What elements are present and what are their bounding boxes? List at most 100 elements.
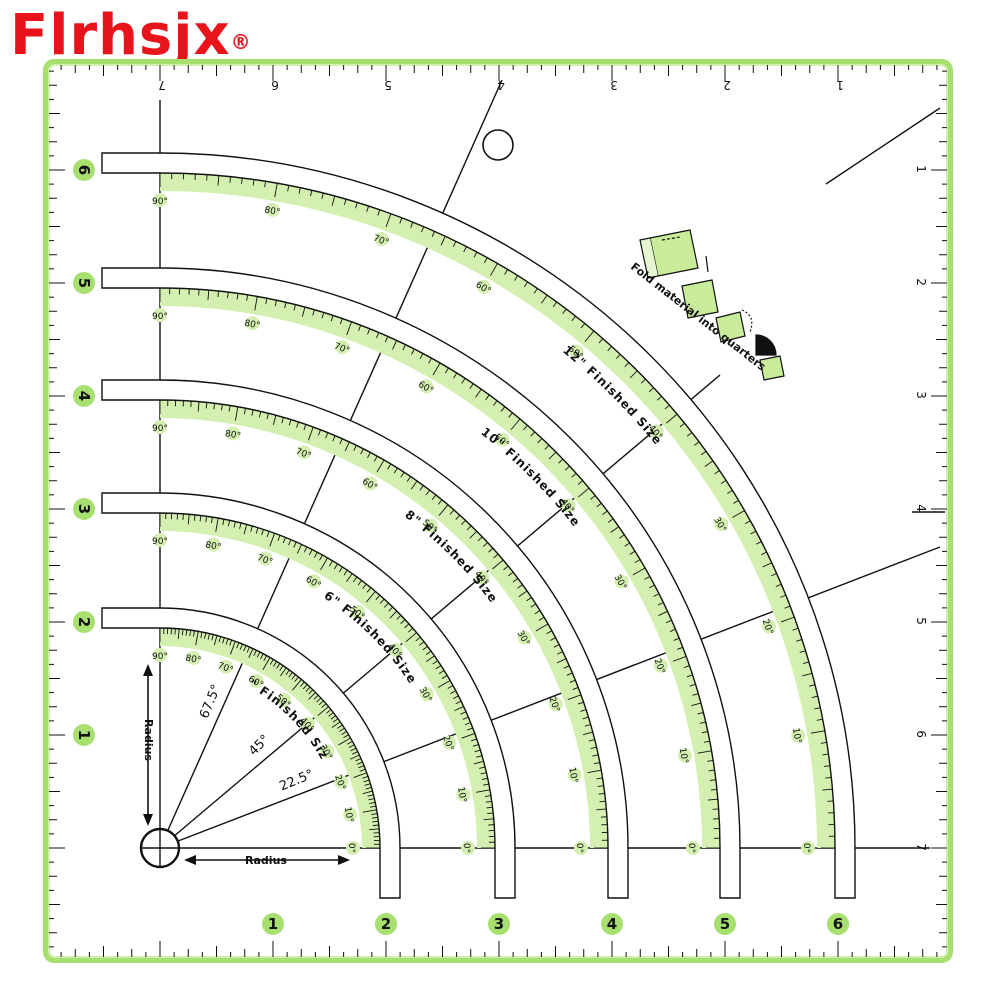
degree-tick — [710, 789, 717, 791]
degree-tick — [744, 520, 751, 525]
degree-tick — [291, 674, 296, 680]
degree-tick — [266, 413, 269, 420]
degree-tick — [632, 567, 646, 576]
svg-text:3: 3 — [610, 78, 618, 92]
degree-tick — [310, 190, 313, 197]
degree-label: 80° — [263, 202, 281, 218]
degree-tick — [189, 630, 192, 637]
degree-tick — [193, 630, 195, 637]
svg-text:90°: 90° — [152, 424, 168, 434]
svg-text:90°: 90° — [152, 652, 168, 662]
svg-text:7: 7 — [158, 78, 166, 92]
degree-label: 90° — [152, 308, 168, 322]
degree-tick — [517, 584, 523, 589]
degree-tick — [388, 606, 394, 612]
degree-label: 90° — [152, 420, 168, 434]
degree-tick — [514, 275, 519, 281]
degree-tick — [367, 452, 371, 458]
degree-tick — [679, 422, 685, 428]
degree-tick — [580, 709, 587, 712]
guide-line-45 — [159, 374, 721, 849]
degree-tick — [503, 565, 509, 571]
degree-tick — [360, 448, 364, 455]
degree-tick — [365, 786, 372, 790]
degree-tick — [410, 221, 414, 228]
svg-text:0°: 0° — [574, 843, 584, 853]
degree-tick — [552, 301, 558, 308]
degree-tick — [325, 432, 329, 439]
degree-tick — [470, 738, 477, 742]
degree-tick — [775, 583, 782, 588]
degree-tick — [308, 689, 314, 695]
svg-text:0°: 0° — [346, 843, 356, 853]
fold-step-4-icon — [755, 334, 785, 381]
degree-tick — [523, 425, 528, 431]
degree-tick — [444, 367, 449, 374]
bottom-scale-label: 3 — [488, 913, 510, 935]
corner-diagonal-line — [825, 107, 941, 185]
degree-tick — [677, 646, 683, 650]
degree-tick — [338, 737, 351, 746]
degree-tick — [809, 684, 816, 687]
left-scale-label: 5 — [73, 272, 95, 294]
degree-tick — [556, 658, 567, 664]
degree-tick — [193, 514, 196, 521]
svg-text:4: 4 — [75, 391, 93, 401]
degree-tick — [352, 751, 358, 755]
degree-tick — [727, 489, 733, 494]
degree-tick — [263, 655, 268, 662]
degree-tick — [584, 330, 595, 342]
degree-tick — [339, 438, 343, 445]
degree-tick — [541, 294, 548, 304]
right-scale-label: 5 — [914, 617, 928, 625]
degree-tick — [720, 479, 727, 485]
degree-tick — [195, 631, 199, 646]
degree-tick — [580, 323, 586, 329]
degree-tick — [254, 296, 258, 311]
degree-tick — [274, 300, 277, 307]
svg-text:4: 4 — [607, 915, 617, 933]
degree-tick — [431, 494, 437, 500]
degree-label: 20° — [546, 695, 563, 714]
degree-tick — [318, 700, 324, 706]
brand-logo: Flrhsjx® — [10, 4, 252, 68]
degree-tick — [314, 552, 318, 558]
degree-tick — [518, 590, 528, 598]
degree-tick — [353, 576, 358, 583]
degree-tick — [350, 747, 357, 752]
degree-tick — [449, 509, 455, 515]
degree-tick — [546, 630, 553, 635]
degree-tick — [474, 749, 481, 753]
degree-tick — [320, 557, 328, 571]
degree-tick — [483, 818, 494, 821]
degree-tick — [420, 226, 425, 233]
degree-tick — [405, 632, 417, 643]
degree-tick — [296, 544, 302, 554]
degree-tick — [379, 598, 385, 604]
degree-tick — [482, 542, 488, 547]
degree-tick — [389, 610, 398, 619]
degree-tick — [287, 185, 290, 192]
svg-text:10°: 10° — [677, 747, 690, 764]
degree-tick — [770, 573, 777, 577]
degree-label: 0° — [346, 841, 360, 855]
degree-tick — [293, 304, 296, 311]
svg-text:5: 5 — [75, 278, 93, 288]
hanging-hole — [482, 129, 514, 161]
degree-tick — [577, 701, 584, 705]
degree-tick — [452, 695, 459, 700]
degree-tick — [500, 406, 506, 412]
degree-tick — [598, 338, 604, 344]
degree-tick — [266, 531, 270, 538]
degree-tick — [353, 772, 367, 778]
degree-tick — [599, 800, 606, 803]
degree-tick — [337, 724, 343, 729]
degree-tick — [708, 769, 715, 772]
degree-tick — [653, 593, 660, 597]
degree-tick — [419, 485, 424, 491]
fold-step-2-icon — [681, 255, 719, 319]
degree-label: 90° — [152, 533, 168, 547]
degree-tick — [582, 731, 593, 736]
degree-tick — [453, 372, 458, 379]
